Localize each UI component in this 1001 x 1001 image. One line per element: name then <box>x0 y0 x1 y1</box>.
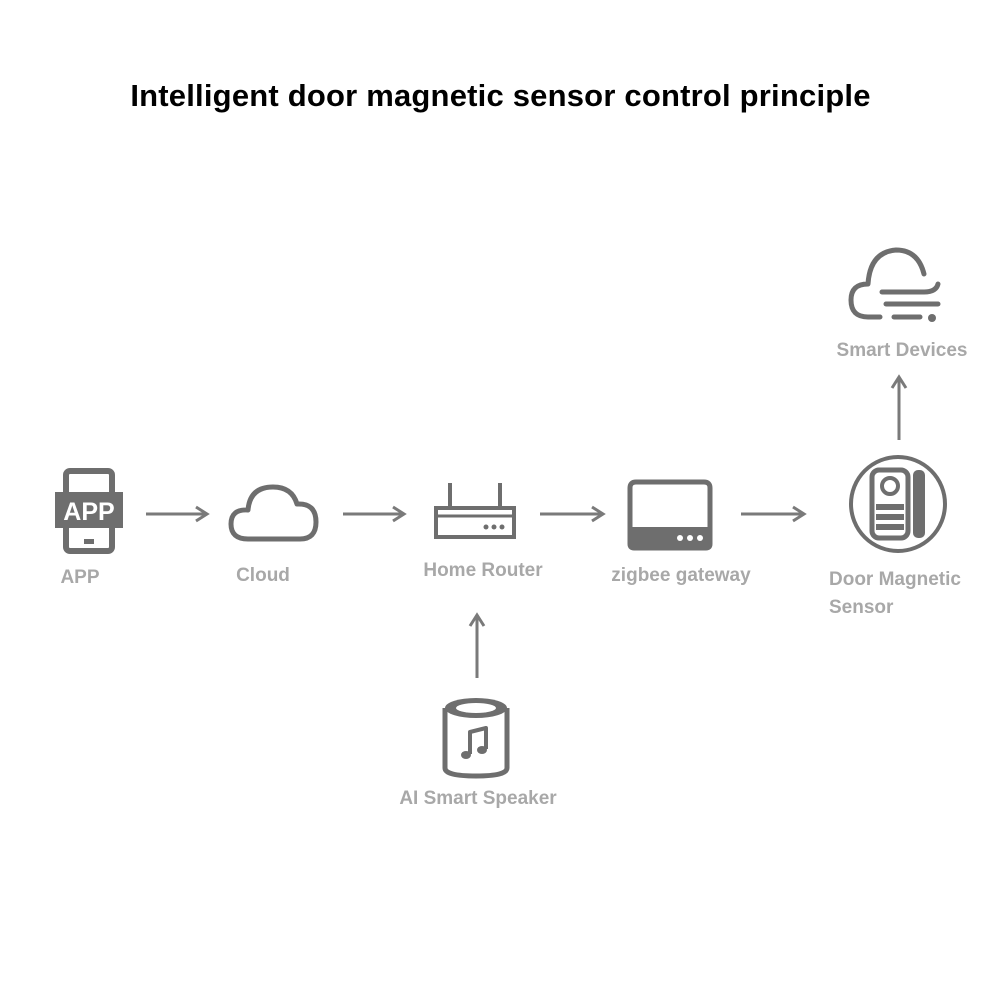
speaker-label: AI Smart Speaker <box>399 788 557 809</box>
router-icon <box>434 483 516 539</box>
door-sensor-icon <box>849 455 947 553</box>
router-label: Home Router <box>423 560 543 581</box>
app-label: APP <box>60 567 100 588</box>
sensor-label: Door Magnetic Sensor <box>829 569 961 618</box>
arrow-router-to-gateway <box>540 505 606 523</box>
cloud-icon <box>228 484 319 542</box>
arrow-app-to-cloud <box>146 505 210 523</box>
diagram-title: Intelligent door magnetic sensor control… <box>130 78 871 113</box>
arrow-gateway-to-sensor <box>741 505 807 523</box>
arrow-speaker-to-router <box>468 612 486 678</box>
app-icon-text: APP <box>63 498 114 526</box>
smart-devices-label: Smart Devices <box>836 340 968 361</box>
smartphone-icon: APP <box>55 468 123 554</box>
cloud-label: Cloud <box>236 565 290 586</box>
arrow-sensor-to-smart-devices <box>890 374 908 440</box>
gateway-icon <box>627 479 713 551</box>
gateway-label: zigbee gateway <box>611 565 751 586</box>
smart-cloud-icon <box>848 247 941 322</box>
arrow-cloud-to-router <box>343 505 407 523</box>
speaker-icon <box>442 698 510 779</box>
